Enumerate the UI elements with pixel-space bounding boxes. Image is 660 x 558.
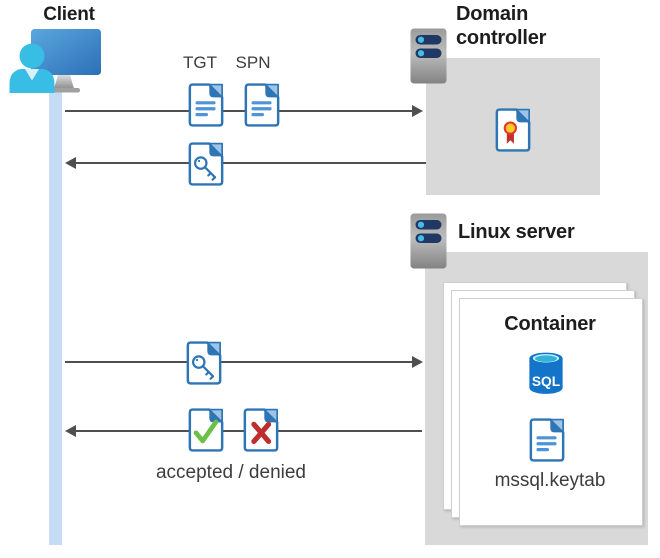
accepted-denied-label: accepted / denied	[155, 462, 306, 483]
certificate-document-icon	[494, 107, 532, 153]
container-sheet-front	[459, 298, 643, 526]
keytab-document-icon	[528, 417, 566, 463]
accepted-check-document-icon	[187, 407, 225, 453]
client-label: Client	[43, 4, 95, 25]
service-ticket-key-document-icon-2	[185, 340, 223, 386]
arrow-client-to-linux-server	[65, 356, 423, 368]
client-device-icon	[9, 29, 101, 93]
spn-document-icon	[243, 82, 281, 128]
keytab-file-label: mssql.keytab	[494, 470, 606, 491]
domain-controller-server-icon	[410, 28, 447, 84]
spn-label: SPN	[235, 53, 271, 72]
sql-badge-text: SQL	[532, 374, 560, 389]
denied-x-document-icon	[242, 407, 280, 453]
arrow-domain-controller-to-client	[65, 157, 426, 169]
sql-database-icon: SQL	[527, 350, 565, 396]
arrow-client-to-domain-controller	[65, 105, 423, 117]
tgt-label: TGT	[183, 53, 217, 72]
linux-server-server-icon	[410, 213, 447, 269]
domain-controller-label: Domain controller	[456, 3, 547, 49]
client-lifeline	[49, 92, 62, 545]
service-ticket-key-document-icon	[187, 141, 225, 187]
tgt-document-icon	[187, 82, 225, 128]
linux-server-label: Linux server	[458, 221, 575, 243]
container-label: Container	[504, 313, 596, 335]
